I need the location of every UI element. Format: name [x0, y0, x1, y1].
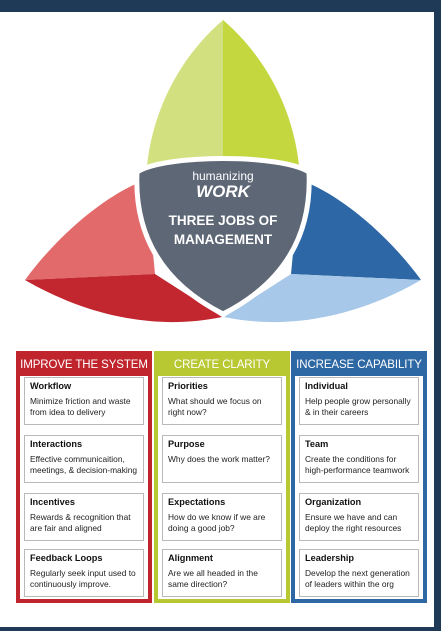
column-increase-capability: INCREASE CAPABILITY Individual Help peop… — [291, 351, 427, 603]
card-description: Why does the work matter? — [168, 454, 276, 465]
card-desc-line: Develop the next generation — [305, 568, 410, 578]
card-team: Team Create the conditions for high-perf… — [299, 435, 419, 483]
bottom-frame-bar — [0, 627, 441, 631]
card-description: Are we all headed in the same direction? — [168, 568, 276, 590]
card-title: Incentives — [30, 497, 75, 507]
card-desc-line: high-performance teamwork — [305, 465, 410, 475]
card-description: Develop the next generation of leaders w… — [305, 568, 413, 590]
card-title: Expectations — [168, 497, 226, 507]
card-desc-line: meetings, & decision-making — [30, 465, 138, 475]
card-description: Effective communicaition, meetings, & de… — [30, 454, 138, 476]
card-incentives: Incentives Rewards & recognition that ar… — [24, 493, 144, 541]
card-purpose: Purpose Why does the work matter? — [162, 435, 282, 483]
card-desc-line: continuously improve. — [30, 579, 111, 589]
card-desc-line: Are we all headed in the — [168, 568, 258, 578]
card-title: Individual — [305, 381, 348, 391]
column-create-clarity: CREATE CLARITY Priorities What should we… — [154, 351, 290, 603]
card-desc-line: Create the conditions for — [305, 454, 397, 464]
petal-right-lower-half — [224, 274, 421, 323]
card-desc-line: Effective communicaition, — [30, 454, 125, 464]
card-desc-line: Help people grow personally — [305, 396, 411, 406]
card-desc-line: Minimize friction and waste — [30, 396, 131, 406]
card-workflow: Workflow Minimize friction and waste fro… — [24, 377, 144, 425]
card-title: Leadership — [305, 553, 355, 563]
logo-line1: humanizing — [192, 169, 253, 183]
card-organization: Organization Ensure we have and can depl… — [299, 493, 419, 541]
petal-right — [224, 180, 421, 323]
card-desc-line: doing a good job? — [168, 523, 235, 533]
petal-right-upper-half — [291, 180, 421, 280]
column-heading: INCREASE CAPABILITY — [294, 354, 424, 376]
card-desc-line: Why does the work matter? — [168, 454, 270, 464]
card-description: What should we focus on right now? — [168, 396, 276, 418]
card-desc-line: right now? — [168, 407, 207, 417]
card-desc-line: are fair and aligned — [30, 523, 102, 533]
card-desc-line: deploy the right resources — [305, 523, 402, 533]
card-description: Rewards & recognition that are fair and … — [30, 512, 138, 534]
card-expectations: Expectations How do we know if we are do… — [162, 493, 282, 541]
logo-line2: WORK — [196, 182, 252, 201]
center-shield — [134, 156, 312, 317]
card-feedback-loops: Feedback Loops Regularly seek input used… — [24, 549, 144, 597]
card-title: Team — [305, 439, 329, 449]
card-title: Alignment — [168, 553, 213, 563]
card-title: Feedback Loops — [30, 553, 103, 563]
card-description: How do we know if we are doing a good jo… — [168, 512, 276, 534]
card-desc-line: How do we know if we are — [168, 512, 266, 522]
card-alignment: Alignment Are we all headed in the same … — [162, 549, 282, 597]
card-desc-line: Rewards & recognition that — [30, 512, 131, 522]
card-title: Workflow — [30, 381, 72, 391]
top-frame-bar — [0, 0, 441, 12]
card-description: Minimize friction and waste from idea to… — [30, 396, 138, 418]
card-title: Purpose — [168, 439, 205, 449]
column-heading: IMPROVE THE SYSTEM — [19, 354, 149, 376]
petal-top-right-half — [223, 20, 300, 177]
petal-left-lower-half — [25, 274, 222, 323]
petal-top — [146, 20, 300, 177]
center-title-line1: THREE JOBS OF — [169, 213, 278, 228]
card-leadership: Leadership Develop the next generation o… — [299, 549, 419, 597]
card-description: Create the conditions for high-performan… — [305, 454, 413, 476]
card-description: Regularly seek input used to continuousl… — [30, 568, 138, 590]
center-title-line2: MANAGEMENT — [174, 232, 273, 247]
card-title: Organization — [305, 497, 362, 507]
card-desc-line: & in their careers — [305, 407, 369, 417]
card-interactions: Interactions Effective communicaition, m… — [24, 435, 144, 483]
petal-left-upper-half — [25, 180, 155, 280]
three-petal-diagram: humanizing WORK THREE JOBS OF MANAGEMENT — [25, 20, 421, 323]
column-improve-the-system: IMPROVE THE SYSTEM Workflow Minimize fri… — [16, 351, 152, 603]
petal-left — [25, 180, 222, 323]
card-desc-line: from idea to delivery — [30, 407, 106, 417]
petal-top-left-half — [146, 20, 223, 177]
card-desc-line: Ensure we have and can — [305, 512, 398, 522]
card-title: Priorities — [168, 381, 208, 391]
column-heading: CREATE CLARITY — [157, 354, 287, 376]
card-description: Help people grow personally & in their c… — [305, 396, 413, 418]
card-desc-line: of leaders within the org — [305, 579, 394, 589]
card-priorities: Priorities What should we focus on right… — [162, 377, 282, 425]
card-desc-line: Regularly seek input used to — [30, 568, 136, 578]
card-title: Interactions — [30, 439, 83, 449]
card-description: Ensure we have and can deploy the right … — [305, 512, 413, 534]
right-frame-bar — [434, 0, 441, 631]
card-individual: Individual Help people grow personally &… — [299, 377, 419, 425]
card-desc-line: What should we focus on — [168, 396, 262, 406]
card-desc-line: same direction? — [168, 579, 228, 589]
